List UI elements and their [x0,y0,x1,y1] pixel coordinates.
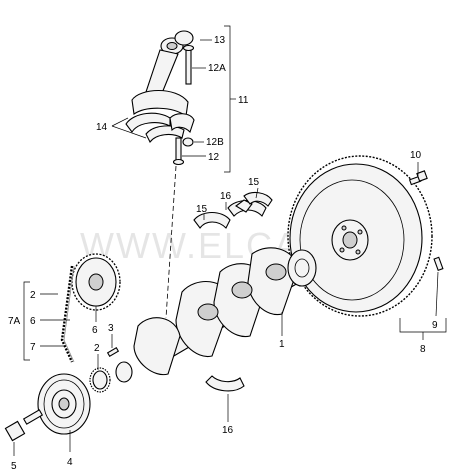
drive-chain [60,265,74,363]
oil-pump-sprocket [71,253,121,311]
bushing-bore [166,42,178,50]
pulley-bolt [4,409,44,442]
flywheel-bolt [408,170,428,186]
flywheel-bolt-hole [341,225,347,231]
connecting-rod-assembly [125,30,195,166]
flywheel-bolt-hole [357,229,363,235]
pulley-bolt-head [4,420,26,442]
crankshaft [115,247,317,383]
callout-7a: 7A [8,316,21,327]
connecting-rod-cap [169,113,195,134]
flywheel-face-ring [299,179,405,301]
rod-alignment-line [165,165,177,319]
callout-12: 12 [208,152,220,163]
leader-15-right [255,187,259,199]
crankshaft-rear-flange [287,249,317,287]
callout-16-top: 16 [220,191,232,202]
callout-8: 8 [420,344,426,355]
main-bearing-shell-lower [205,375,245,392]
callout-1: 1 [279,339,285,350]
callout-5: 5 [11,461,17,472]
connecting-rod-big-end [131,90,189,117]
crankshaft-nose [115,361,133,383]
thrust-washer-upper [235,199,253,213]
dowel-pin [433,256,444,272]
flywheel-bolt-hole [339,247,345,253]
callout-3: 3 [108,323,114,334]
bracket-7a [23,281,30,361]
bracket-11 [224,25,231,173]
crank-pin-2 [231,281,253,299]
woodruff-key [106,347,120,357]
callout-13: 13 [214,35,226,46]
callout-7: 7 [30,342,36,353]
drive-chain-inner [63,265,75,363]
callout-12b: 12B [206,137,224,148]
callout-16-bottom: 16 [222,425,234,436]
connecting-rod-lower-bolt [175,137,182,163]
crankshaft-front-web [133,317,181,376]
flywheel-center-bore [342,231,358,249]
callout-15-right: 15 [248,177,260,188]
bracket-8 [399,318,447,333]
upper-bolt-head [182,44,195,52]
flywheel-bolt-head [416,170,428,182]
callout-12a: 12A [208,63,226,74]
crankshaft-sprocket [89,367,111,393]
crank-pin-1 [197,303,219,321]
flywheel-bolt-hole [355,249,361,255]
lower-bearing-shell [145,125,185,144]
pulley-groove [43,379,85,429]
pulley-bore [58,397,70,411]
leader-14-a [111,117,129,127]
rod-cap-nut [182,137,194,147]
pulley-bolt-shank [22,409,44,425]
callout-9: 9 [432,320,438,331]
callout-4: 4 [67,457,73,468]
callout-15-left: 15 [196,204,208,215]
crank-pin-3 [265,263,287,281]
main-bearing-shell-left [193,211,231,229]
vibration-damper-pulley [37,373,91,435]
small-end-cap [174,30,194,46]
lower-bolt-head [172,158,185,166]
sprocket-hub [88,273,104,291]
callout-2: 2 [94,343,100,354]
connecting-rod-upper-bolt [185,47,192,85]
leader-14-b [111,125,147,139]
callout-6: 6 [92,325,98,336]
rear-flange-inner [294,258,310,278]
flywheel-assembly [287,155,433,317]
thrust-washer-right [243,191,273,207]
callout-10: 10 [410,150,422,161]
crank-sprocket-body [92,370,108,390]
callout-2-group: 2 [30,290,36,301]
callout-6-group: 6 [30,316,36,327]
callout-11: 11 [238,95,249,106]
callout-14: 14 [96,122,108,133]
leader-9 [435,271,439,317]
